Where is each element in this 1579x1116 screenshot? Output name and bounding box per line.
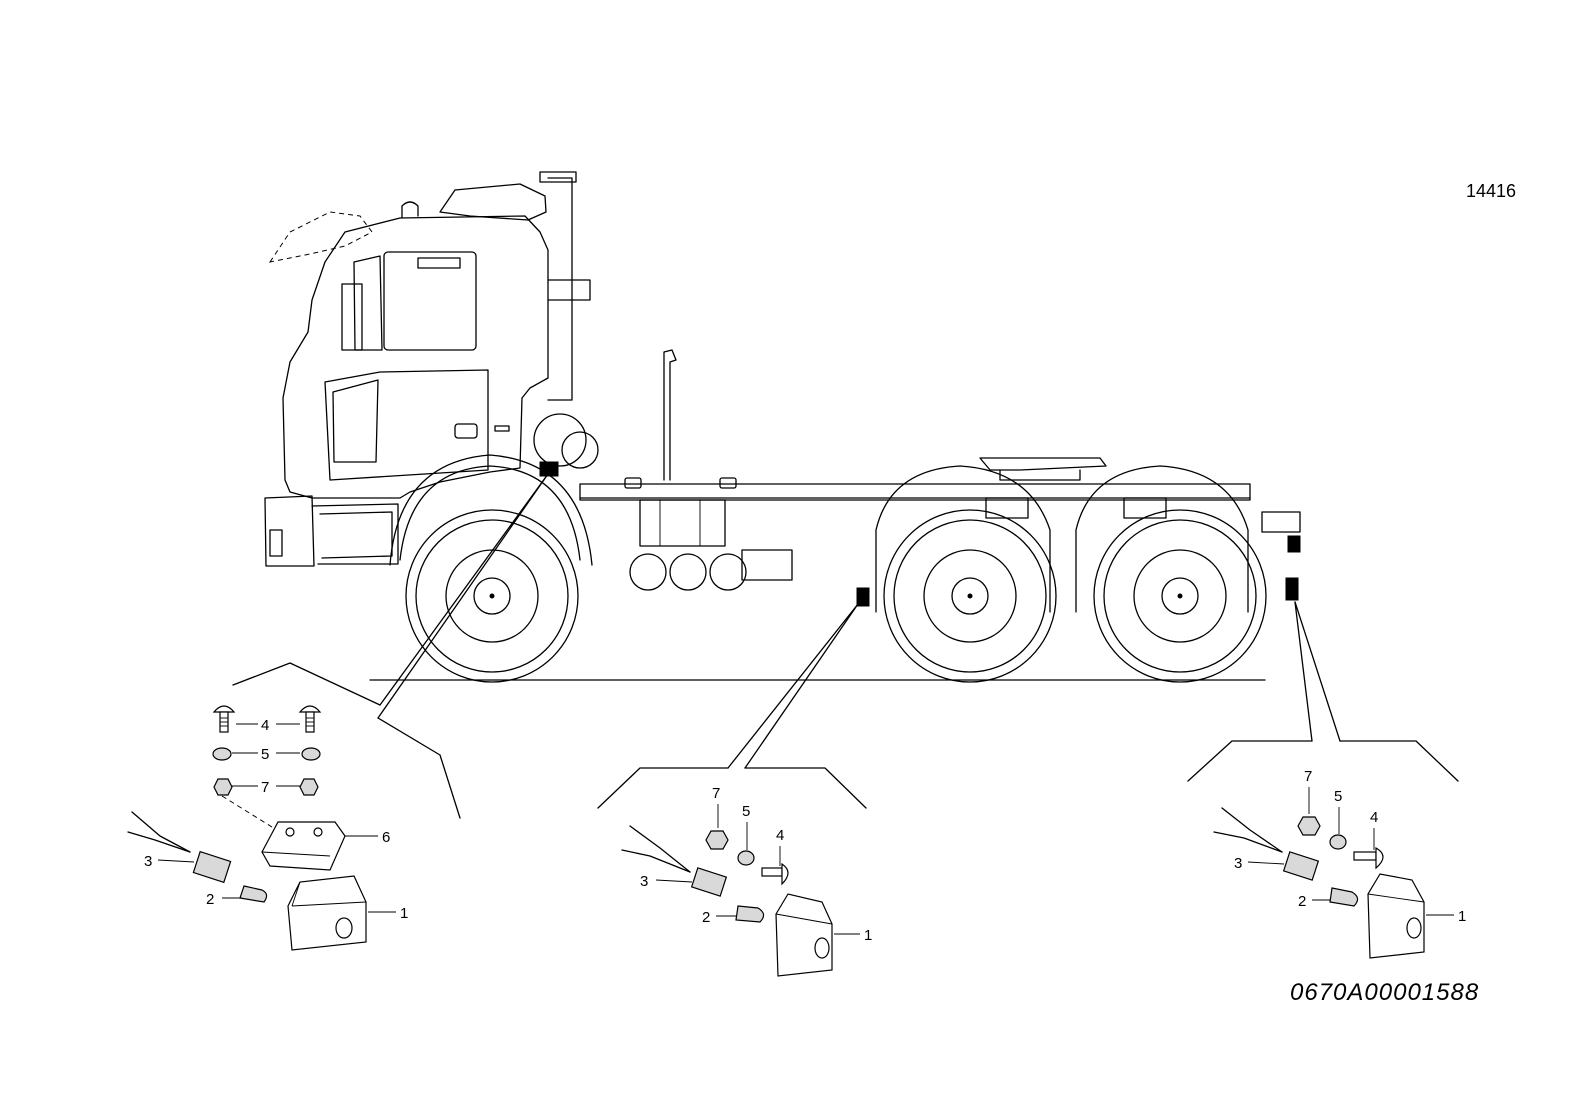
bulb-icon bbox=[239, 885, 268, 903]
label-7: 7 bbox=[1304, 768, 1312, 785]
label-1: 1 bbox=[400, 905, 408, 922]
label-4: 4 bbox=[776, 827, 784, 844]
lamp-icon bbox=[775, 893, 833, 977]
label-2: 2 bbox=[1298, 893, 1306, 910]
rear-lamp-location bbox=[1285, 577, 1299, 601]
side-lamp-location bbox=[856, 587, 870, 607]
exhaust-stack bbox=[547, 177, 573, 401]
connector-icon bbox=[192, 850, 232, 884]
label-4: 4 bbox=[1370, 809, 1378, 826]
label-3: 3 bbox=[1234, 855, 1242, 872]
rear-wheel-2 bbox=[1093, 509, 1267, 683]
raised-cab-outline bbox=[268, 211, 373, 263]
mirror bbox=[341, 283, 363, 351]
front-lamp-group: 4 5 7 6 3 2 1 bbox=[127, 705, 408, 951]
bulb-icon bbox=[1329, 887, 1359, 907]
nut-icon bbox=[299, 778, 319, 796]
bracket-icon bbox=[261, 821, 346, 871]
screw-icon bbox=[1353, 846, 1384, 870]
label-2: 2 bbox=[206, 891, 214, 908]
label-3: 3 bbox=[640, 873, 648, 890]
washer-icon bbox=[212, 747, 232, 761]
cab-side-window bbox=[383, 251, 477, 351]
lamp-icon bbox=[287, 875, 367, 951]
label-7: 7 bbox=[261, 779, 269, 796]
label-7: 7 bbox=[712, 785, 720, 802]
screw-icon bbox=[212, 705, 236, 733]
connector-icon bbox=[690, 867, 728, 897]
label-3: 3 bbox=[144, 853, 152, 870]
nut-icon bbox=[1297, 816, 1321, 836]
nut-icon bbox=[705, 830, 729, 850]
rear-lamp-group: 7 5 4 3 2 1 bbox=[1213, 768, 1466, 959]
cab-door bbox=[324, 369, 489, 481]
rear-wheel-1 bbox=[883, 509, 1057, 683]
lamp-icon bbox=[1367, 873, 1425, 959]
label-6: 6 bbox=[382, 829, 390, 846]
label-5: 5 bbox=[261, 746, 269, 763]
truck-illustration bbox=[264, 171, 1301, 683]
fifth-wheel bbox=[979, 457, 1107, 471]
front-lamp-location bbox=[539, 461, 559, 477]
label-1: 1 bbox=[1458, 908, 1466, 925]
washer-icon bbox=[1329, 834, 1347, 850]
label-1: 1 bbox=[864, 927, 872, 944]
screw-icon bbox=[761, 862, 789, 886]
part-code: 0670A00001588 bbox=[1290, 979, 1479, 1006]
bulb-icon bbox=[735, 905, 765, 923]
callout-lines bbox=[232, 473, 1459, 819]
drawing-number: 14416 bbox=[1466, 181, 1516, 201]
label-2: 2 bbox=[702, 909, 710, 926]
connector-icon bbox=[1282, 851, 1320, 881]
cab-body bbox=[282, 215, 549, 499]
washer-icon bbox=[301, 747, 321, 761]
label-5: 5 bbox=[742, 803, 750, 820]
nut-icon bbox=[213, 778, 233, 796]
fuel-tank bbox=[639, 499, 726, 547]
front-wheel bbox=[405, 509, 579, 683]
screw-icon bbox=[298, 705, 322, 733]
side-lamp-group: 7 5 4 3 2 1 bbox=[621, 785, 872, 977]
washer-icon bbox=[737, 850, 755, 866]
chassis-frame bbox=[579, 483, 1251, 501]
label-5: 5 bbox=[1334, 788, 1342, 805]
label-4: 4 bbox=[261, 717, 269, 734]
